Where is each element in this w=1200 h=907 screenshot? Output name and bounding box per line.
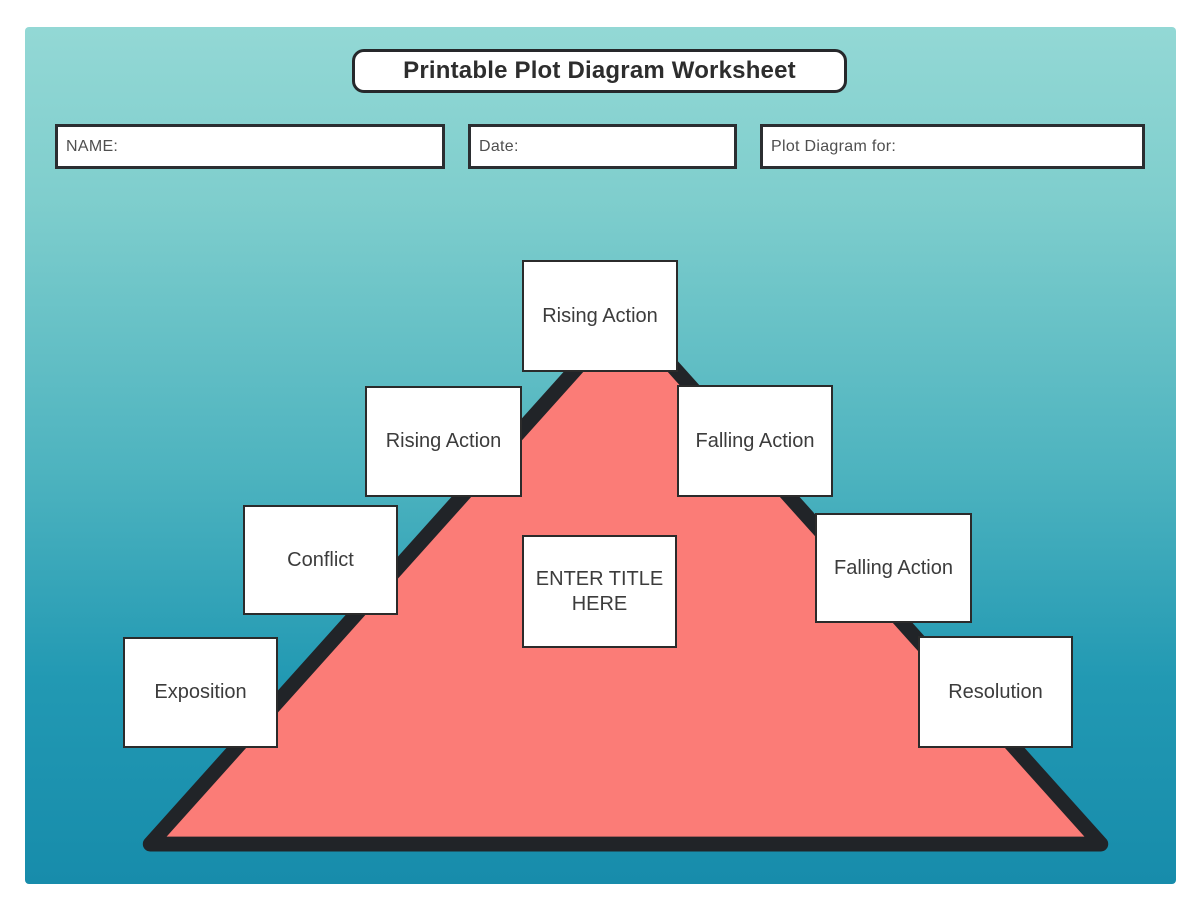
- date-field[interactable]: Date:: [468, 124, 737, 169]
- node-rising-action-top[interactable]: Rising Action: [522, 260, 678, 372]
- node-falling-action-lower[interactable]: Falling Action: [815, 513, 972, 623]
- plot-diagram-for-field-label: Plot Diagram for:: [771, 137, 897, 155]
- date-field-label: Date:: [479, 137, 519, 155]
- node-resolution[interactable]: Resolution: [918, 636, 1073, 748]
- name-field-label: NAME:: [66, 137, 119, 155]
- node-conflict[interactable]: Conflict: [243, 505, 398, 615]
- name-field[interactable]: NAME:: [55, 124, 445, 169]
- plot-diagram-for-field[interactable]: Plot Diagram for:: [760, 124, 1145, 169]
- node-enter-title-here[interactable]: ENTER TITLE HERE: [522, 535, 677, 648]
- node-rising-action-left[interactable]: Rising Action: [365, 386, 522, 497]
- page-title: Printable Plot Diagram Worksheet: [403, 57, 796, 84]
- node-exposition[interactable]: Exposition: [123, 637, 278, 748]
- node-falling-action-upper[interactable]: Falling Action: [677, 385, 833, 497]
- title-banner: Printable Plot Diagram Worksheet: [352, 49, 847, 93]
